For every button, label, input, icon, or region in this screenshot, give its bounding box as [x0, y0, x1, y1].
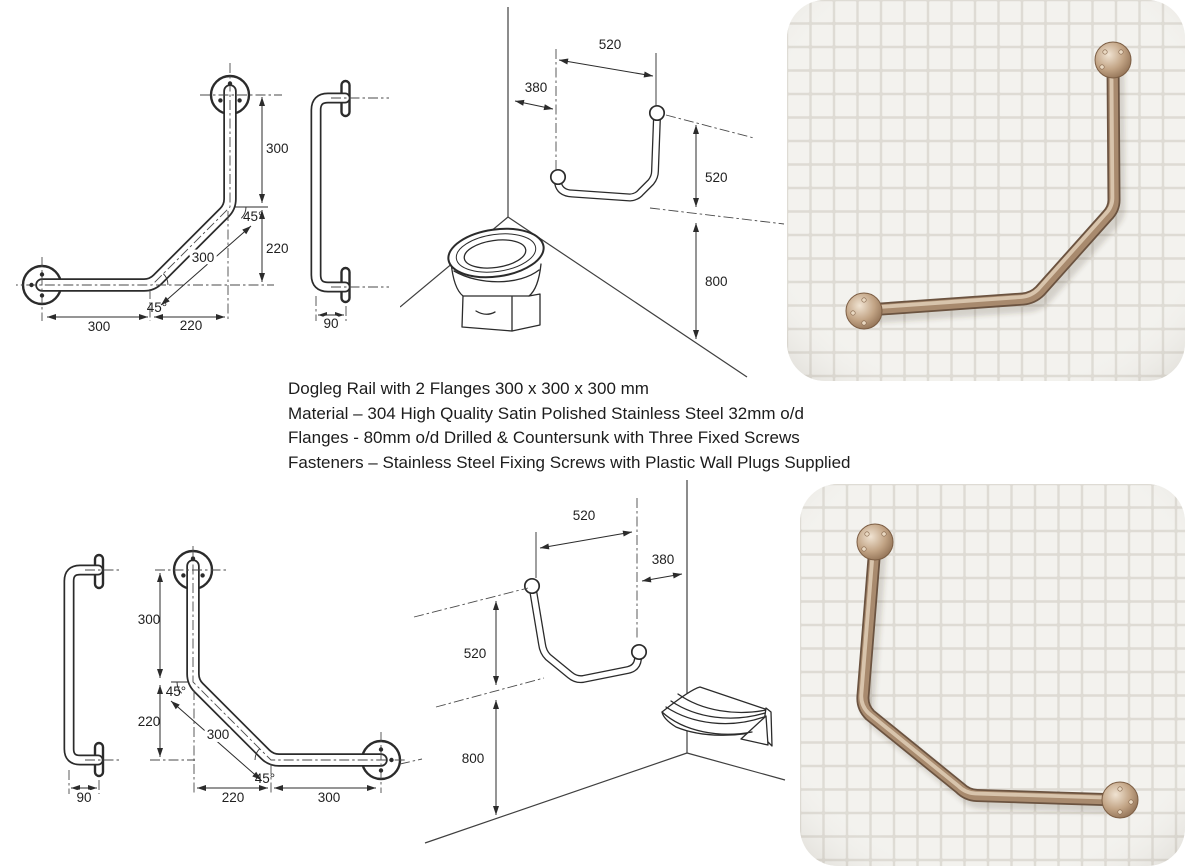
description-line-4: Fasteners – Stainless Steel Fixing Screw…	[288, 452, 851, 472]
rail-isometric	[523, 577, 648, 684]
vignette	[800, 484, 1185, 866]
dim-label-wall-offset: 90	[323, 316, 338, 331]
flanges	[172, 549, 402, 781]
install-drawing-top: 520 380 520 800	[400, 7, 785, 378]
dimension-lines	[47, 97, 268, 320]
dimension-lines	[400, 498, 683, 815]
front-view-drawing-bottom: 300 45° 220 300 45° 220 300	[138, 546, 405, 805]
dim-label-span: 520	[599, 37, 622, 52]
dim-label-diagonal: 300	[207, 727, 230, 742]
side-view-drawing-top: 90	[310, 79, 389, 334]
shower-seat-sketch	[661, 686, 773, 747]
dim-label-span: 520	[573, 508, 596, 523]
dim-label-bottom-left: 220	[222, 790, 245, 805]
centerlines	[315, 97, 389, 321]
dim-label-diagonal: 300	[192, 250, 215, 265]
dim-label-bottom-right: 300	[318, 790, 341, 805]
flanges	[93, 553, 105, 778]
dim-label-corner-offset: 380	[525, 80, 548, 95]
room-lines	[424, 480, 786, 844]
dim-label-bottom-right: 220	[180, 318, 203, 333]
vignette	[787, 0, 1185, 381]
flange-far	[523, 577, 541, 595]
front-view-drawing-top: 300 45° 220 300 45° 300 220	[16, 63, 289, 334]
dim-label-mid-height: 220	[138, 714, 161, 729]
dimension-lines	[157, 573, 376, 791]
product-photo-bottom	[800, 484, 1185, 866]
dim-label-bottom-angle: 45°	[147, 300, 167, 315]
photo-canvas-top	[787, 0, 1185, 381]
toilet-sketch	[447, 227, 545, 332]
centerlines	[68, 569, 121, 794]
flange-far	[648, 104, 666, 122]
side-view-drawing-bottom: 90	[63, 553, 121, 808]
flanges	[340, 79, 351, 304]
dim-label-bottom-left: 300	[88, 319, 111, 334]
product-description: Dogleg Rail with 2 Flanges 300 x 300 x 3…	[288, 377, 928, 475]
dim-label-wall-offset: 90	[76, 790, 91, 805]
rail-tube	[63, 564, 104, 766]
flange-near	[549, 168, 567, 186]
product-photo-top	[787, 0, 1185, 381]
description-line-2: Material – 304 High Quality Satin Polish…	[288, 403, 804, 423]
dim-label-rail-rise: 520	[464, 646, 487, 661]
flange-near	[630, 643, 648, 661]
dim-label-top-angle: 45°	[166, 684, 186, 699]
dim-label-mounting-height: 800	[462, 751, 485, 766]
dim-label-vertical: 300	[266, 141, 289, 156]
rail-isometric	[549, 104, 666, 202]
dim-label-corner-offset: 380	[652, 552, 675, 567]
photo-canvas-bottom	[800, 484, 1185, 866]
install-drawing-bottom: 520 380 520 800	[400, 480, 786, 844]
dimension-lines	[514, 49, 785, 339]
dim-label-vertical: 300	[138, 612, 161, 627]
dim-label-mid-height: 220	[266, 241, 289, 256]
rail-tube	[310, 92, 351, 293]
dim-label-mounting-height: 800	[705, 274, 728, 289]
dim-label-bottom-angle: 45°	[255, 771, 275, 786]
flange-screws	[181, 556, 394, 773]
description-line-1: Dogleg Rail with 2 Flanges 300 x 300 x 3…	[288, 379, 649, 398]
description-line-3: Flanges - 80mm o/d Drilled & Countersunk…	[288, 428, 800, 447]
flange-screws	[29, 81, 242, 298]
dim-label-top-angle: 45°	[243, 209, 263, 224]
flanges	[21, 74, 251, 306]
dim-label-rail-rise: 520	[705, 170, 728, 185]
